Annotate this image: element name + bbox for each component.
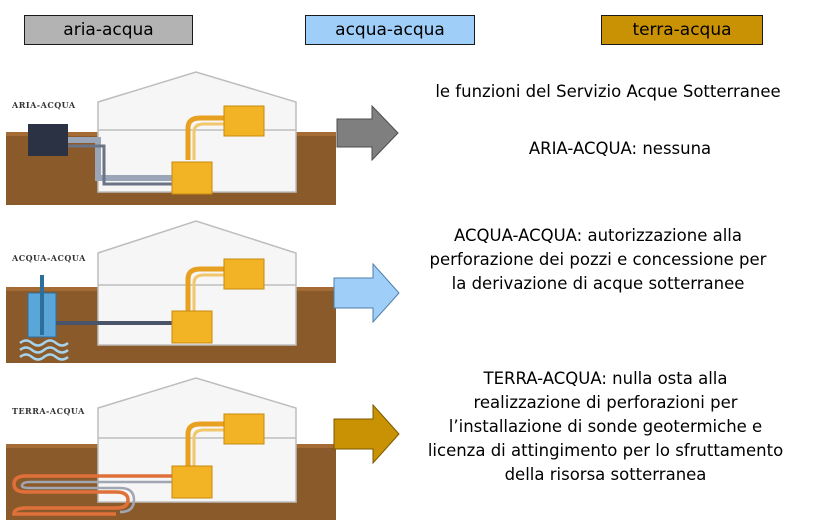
heading: le funzioni del Servizio Acque Sotterran… bbox=[435, 82, 781, 101]
panel-label-aria: ARIA-ACQUA bbox=[12, 100, 76, 110]
desc-terra-line-2: realizzazione di perforazioni per bbox=[473, 393, 738, 412]
legend-terra-acqua: terra-acqua bbox=[601, 15, 763, 45]
gold-arrow-icon bbox=[333, 404, 400, 464]
desc-acqua-line-2: perforazione dei pozzi e concessione per bbox=[429, 250, 767, 269]
desc-terra-acqua: TERRA-ACQUA: nulla osta alla realizzazio… bbox=[376, 367, 835, 487]
panel-label-acqua: ACQUA-ACQUA bbox=[12, 253, 86, 263]
desc-terra-line-3: l’installazione di sonde geotermiche e bbox=[448, 417, 763, 436]
desc-acqua-acqua: ACQUA-ACQUA: autorizzazione alla perfora… bbox=[383, 224, 813, 296]
desc-acqua-line-3: la derivazione di acque sotterranee bbox=[451, 274, 745, 293]
panel-aria-acqua: ARIA-ACQUA bbox=[6, 70, 336, 205]
blue-arrow-icon bbox=[333, 263, 400, 323]
legend-aria-acqua: aria-acqua bbox=[24, 15, 193, 45]
aria-acqua-illustration bbox=[6, 71, 336, 205]
panel-terra-acqua: TERRA-ACQUA bbox=[6, 372, 336, 520]
grey-arrow-icon bbox=[336, 105, 399, 161]
desc-terra-line-4: licenza di attingimento per lo sfruttame… bbox=[427, 441, 784, 460]
desc-aria-acqua: ARIA-ACQUA: nessuna bbox=[528, 139, 712, 158]
desc-terra-line-5: della risorsa sotterranea bbox=[504, 465, 707, 484]
desc-acqua-line-1: ACQUA-ACQUA: autorizzazione alla bbox=[453, 226, 742, 245]
legend-acqua-acqua: acqua-acqua bbox=[305, 15, 475, 45]
terra-acqua-illustration bbox=[6, 377, 336, 520]
panel-label-terra: TERRA-ACQUA bbox=[12, 406, 85, 416]
panel-acqua-acqua: ACQUA-ACQUA bbox=[6, 215, 336, 363]
acqua-acqua-illustration bbox=[6, 220, 336, 363]
desc-terra-line-1: TERRA-ACQUA: nulla osta alla bbox=[483, 369, 728, 388]
